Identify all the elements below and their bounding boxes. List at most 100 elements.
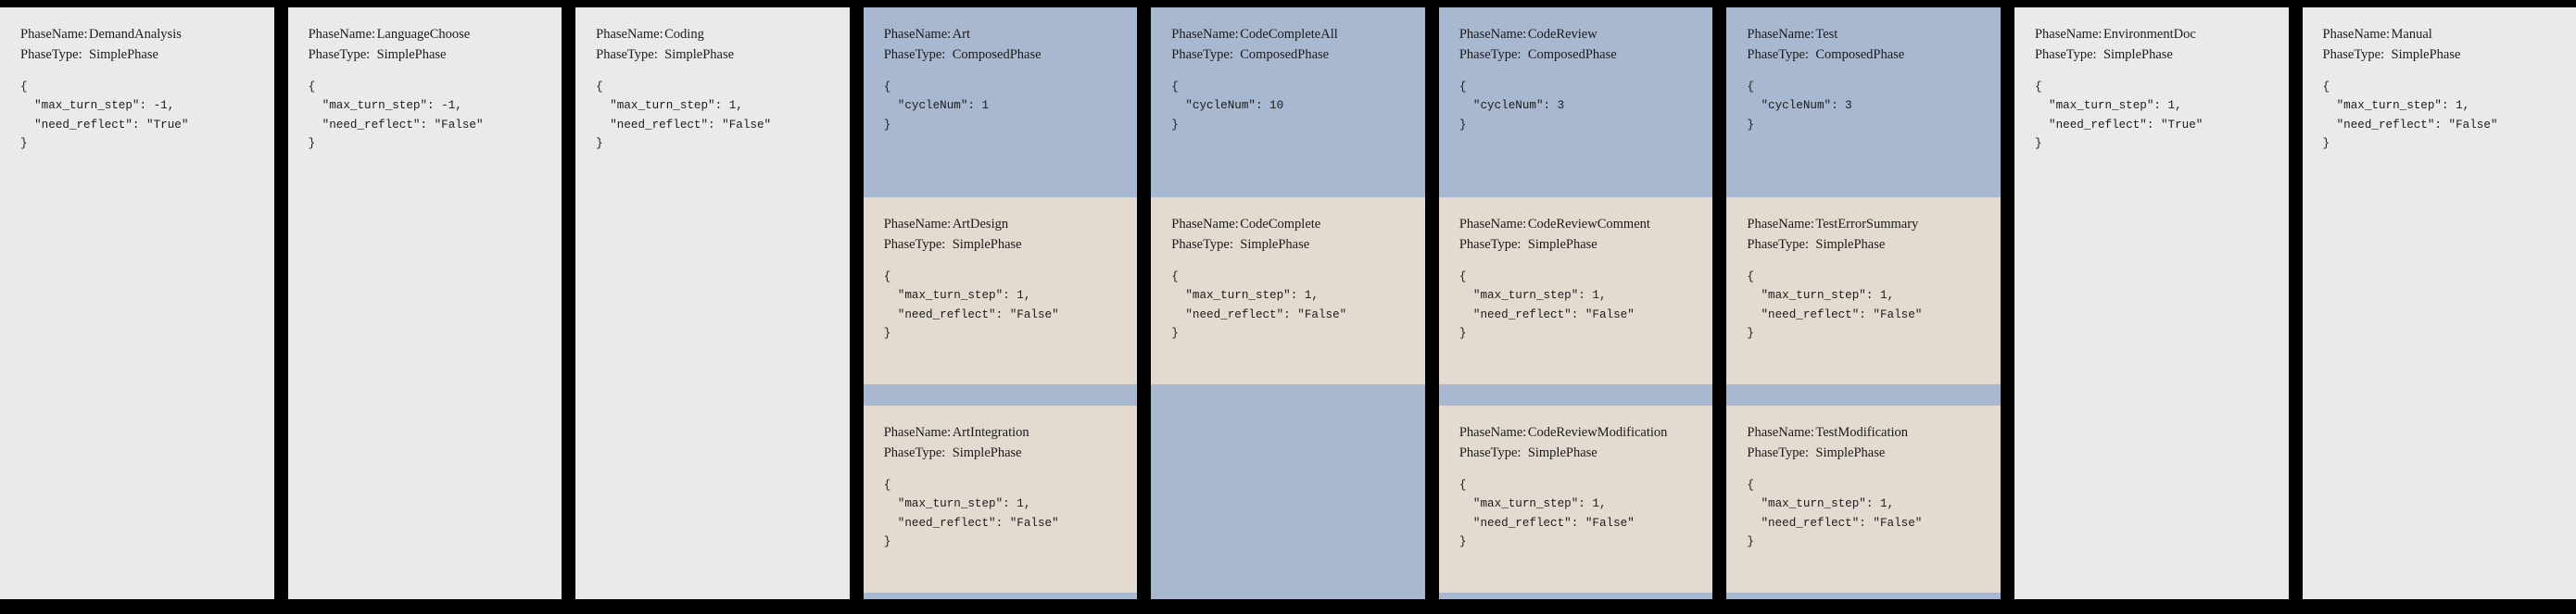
phase-name-label: PhaseName: [1747,27,1814,42]
phase-config-json: { "max_turn_step": 1, "need_reflect": "F… [596,80,772,151]
phase-name-label-row: PhaseName:CodeReview [1459,24,1693,44]
phase-name-label: PhaseName: [1171,27,1239,42]
phase-type-label: PhaseType: [596,47,658,63]
phase-type-label: PhaseType: [308,47,371,63]
phase-type-value: SimplePhase [1240,237,1310,253]
phase-type-value: SimplePhase [1527,237,1597,253]
phase-name-label: PhaseName: [883,217,952,232]
phase-type-value: SimplePhase [2391,47,2461,63]
phase-type-value: ComposedPhase [952,47,1042,63]
phase-name-value: ArtIntegration [952,425,1029,440]
phase-config-json: { "cycleNum": 10 } [1171,80,1284,132]
phase-name-value: CodeComplete [1240,217,1321,232]
phase-name-label: PhaseName: [1747,217,1814,232]
phase-type-label: PhaseType: [883,47,946,63]
phase-name-value: CodeReviewModification [1527,425,1668,440]
phase-type-label: PhaseType: [1747,445,1810,461]
phase-config-json: { "max_turn_step": -1, "need_reflect": "… [20,80,189,151]
phase-type-label-row: PhaseType: SimplePhase [884,443,1118,463]
phase-name-value: Test [1815,27,1838,42]
phase-type-label-row: PhaseType: ComposedPhase [1747,44,1980,65]
phase-type-label-row: PhaseType:SimplePhase [309,44,542,65]
phase-name-label-row: PhaseName:Test [1747,24,1980,44]
phase-name-value: DemandAnalysis [89,27,182,42]
phase-name-label-row: PhaseName:CodeComplete [1171,214,1405,234]
phase-name-label-row: PhaseName:CodeReviewComment [1459,214,1693,234]
phase-config-json: { "cycleNum": 3 } [1747,80,1852,132]
phase-type-value: ComposedPhase [1815,47,1905,63]
phase-type-label-row: PhaseType:SimplePhase [1459,234,1693,255]
phase-name-value: Coding [664,27,704,42]
phase-name-label-row: PhaseName:CodeCompleteAll [1171,24,1405,44]
composed-phase-filler [1726,593,2001,599]
phase-name-label-row: PhaseName:LanguageChoose [309,24,542,44]
phase-name-label-row: PhaseName:Manual [2323,24,2557,44]
phase-type-value: SimplePhase [1815,445,1886,461]
phase-name-value: Manual [2391,27,2432,42]
phase-name-value: LanguageChoose [376,27,471,42]
phase-name-value: CodeReview [1527,27,1597,42]
phase-name-label: PhaseName: [1458,27,1527,42]
phase-type-label-row: PhaseType:SimplePhase [20,44,254,65]
phase-config-json: { "max_turn_step": 1, "need_reflect": "F… [2322,80,2498,151]
phase-type-label: PhaseType: [883,237,946,253]
phase-config-json: { "max_turn_step": 1, "need_reflect": "T… [2034,80,2203,151]
phase-type-value: SimplePhase [1527,445,1597,461]
phase-name-label-row: PhaseName:EnvironmentDoc [2035,24,2268,44]
phase-type-label: PhaseType: [1458,445,1522,461]
phase-type-label-row: PhaseType: ComposedPhase [884,44,1118,65]
phase-type-label: PhaseType: [883,445,946,461]
composed-phase-filler [863,593,1138,599]
phase-config-json: { "max_turn_step": 1, "need_reflect": "F… [1458,269,1635,341]
phase-name-value: TestModification [1815,425,1909,440]
phase-name-label: PhaseName: [1171,217,1239,232]
phase-type-label-row: PhaseType: SimplePhase [1459,443,1693,463]
phase-name-value: CodeCompleteAll [1240,27,1338,42]
phase-name-label-row: PhaseName:TestModification [1747,422,1980,443]
phase-config-json: { "cycleNum": 3 } [1458,80,1565,132]
phase-type-label: PhaseType: [2322,47,2385,63]
phase-config-json: { "cycleNum": 1 } [883,80,990,132]
phase-name-label: PhaseName: [1747,425,1814,440]
phase-name-label: PhaseName: [308,27,376,42]
phase-type-value: SimplePhase [952,445,1022,461]
phase-name-label: PhaseName: [596,27,663,42]
phase-type-label: PhaseType: [1747,237,1810,253]
phase-type-label: PhaseType: [1171,47,1233,63]
phase-name-label-row: PhaseName:DemandAnalysis [20,24,254,44]
phase-type-label: PhaseType: [1171,237,1233,253]
phase-name-label-row: PhaseName:Coding [596,24,829,44]
composed-phase-filler [1438,593,1713,599]
phase-name-label: PhaseName: [883,27,952,42]
phase-type-label-row: PhaseType:SimplePhase [596,44,829,65]
phase-type-label-row: PhaseType:SimplePhase [1747,234,1980,255]
phase-config-json: { "max_turn_step": 1, "need_reflect": "F… [1747,269,1923,341]
phase-type-label: PhaseType: [1747,47,1810,63]
